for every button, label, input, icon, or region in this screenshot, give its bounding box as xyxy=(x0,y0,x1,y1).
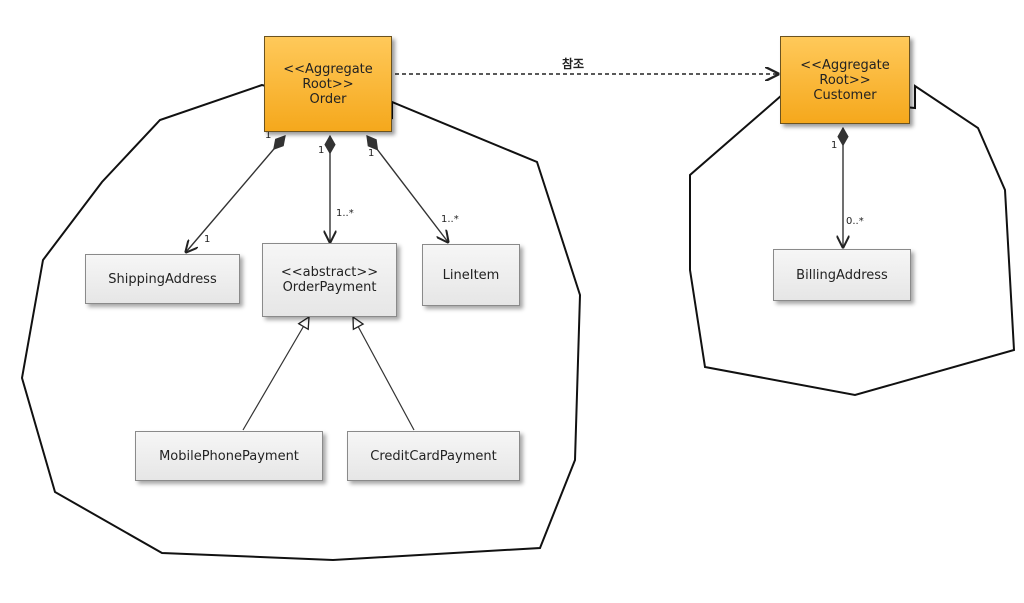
order-payment-stereotype: <<abstract>> xyxy=(280,265,379,280)
multiplicity-billing-target: 0..* xyxy=(846,216,864,227)
shipping-address-title: ShippingAddress xyxy=(108,271,217,287)
mobile-to-payment-edge xyxy=(242,317,309,431)
order-to-shipping-edge xyxy=(186,136,285,252)
mobile-phone-payment-box[interactable]: MobilePhonePayment xyxy=(135,431,323,481)
multiplicity-payment-source: 1 xyxy=(318,145,325,156)
order-title: Order xyxy=(309,91,347,107)
order-payment-box[interactable]: <<abstract>> OrderPayment xyxy=(262,243,397,317)
multiplicity-shipping-source: 1 xyxy=(265,130,272,141)
multiplicity-lineitem-source: 1 xyxy=(368,148,375,159)
billing-address-title: BillingAddress xyxy=(796,267,888,283)
customer-title: Customer xyxy=(813,87,877,103)
order-stereotype: <<Aggregate xyxy=(283,61,373,77)
shipping-address-box[interactable]: ShippingAddress xyxy=(85,254,240,304)
credit-to-payment-edge xyxy=(353,317,415,431)
customer-stereotype-root: Root>> xyxy=(819,72,871,88)
multiplicity-shipping-target: 1 xyxy=(204,234,211,245)
order-stereotype-root: Root>> xyxy=(302,76,354,92)
mobile-phone-payment-title: MobilePhonePayment xyxy=(159,448,299,464)
order-aggregate-boundary xyxy=(20,83,582,562)
order-payment-title: OrderPayment xyxy=(282,280,377,295)
line-item-box[interactable]: LineItem xyxy=(422,244,520,306)
customer-aggregate-root[interactable]: <<Aggregate Root>> Customer xyxy=(780,36,910,124)
multiplicity-billing-source: 1 xyxy=(831,140,838,151)
billing-address-box[interactable]: BillingAddress xyxy=(773,249,911,301)
credit-card-payment-title: CreditCardPayment xyxy=(370,448,497,464)
credit-card-payment-box[interactable]: CreditCardPayment xyxy=(347,431,520,481)
customer-aggregate-boundary xyxy=(689,84,1016,397)
multiplicity-payment-target: 1..* xyxy=(336,208,354,219)
reference-label: 참조 xyxy=(562,57,585,71)
order-to-lineitem-edge xyxy=(367,136,448,242)
order-aggregate-root[interactable]: <<Aggregate Root>> Order xyxy=(264,36,392,132)
customer-stereotype: <<Aggregate xyxy=(800,57,890,73)
line-item-title: LineItem xyxy=(442,267,500,283)
multiplicity-lineitem-target: 1..* xyxy=(441,214,459,225)
